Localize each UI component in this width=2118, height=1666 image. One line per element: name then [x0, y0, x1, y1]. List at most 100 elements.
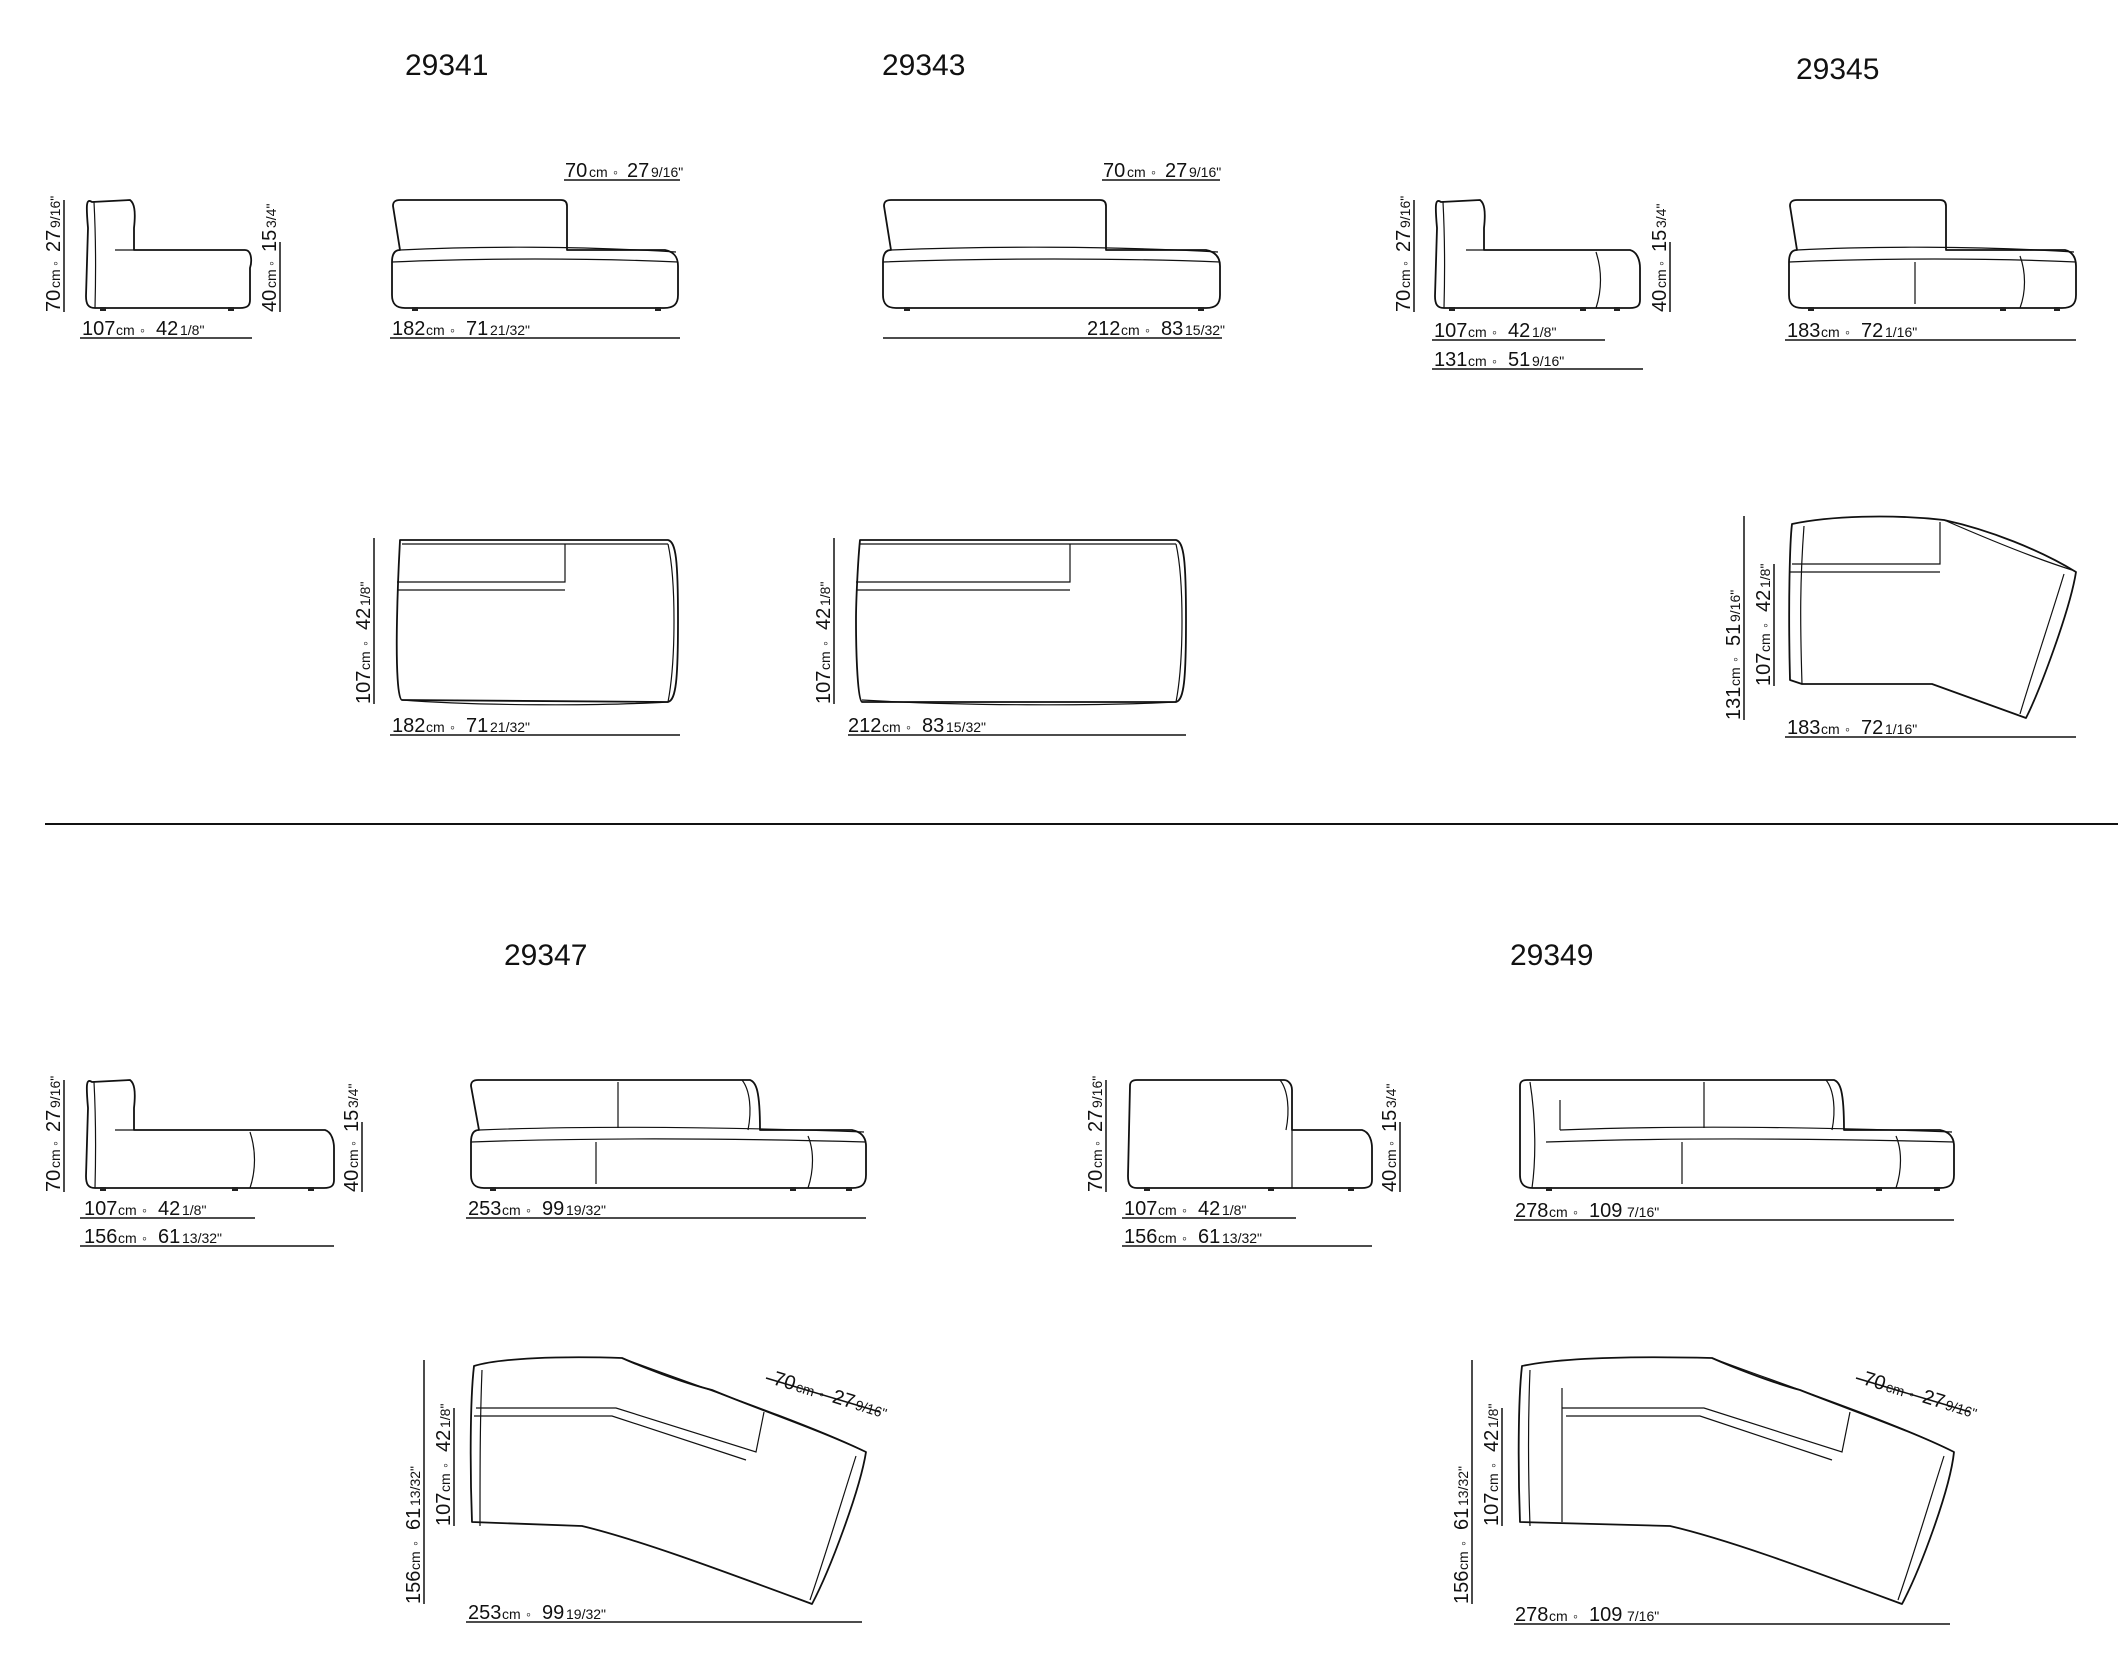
drawing-29349-plan-view: [1471, 1356, 1971, 1625]
dim-cm-value: 107: [353, 671, 375, 704]
dim-cm-unit: cm: [1397, 269, 1413, 288]
dim-separator: ◦: [1151, 164, 1156, 180]
dimension-29347-arm-width: 70 cm ◦ 27 9/16": [771, 1368, 889, 1422]
dim-separator: ◦: [1757, 623, 1773, 628]
dim-cm-value: 70: [1393, 290, 1415, 312]
dim-inch-value: 27: [43, 230, 65, 252]
dim-inch-value: 42: [1753, 590, 1775, 612]
dim-cm-unit: cm: [1549, 1204, 1568, 1220]
dim-cm-value: 107: [1434, 320, 1467, 342]
dimension-29345-side-height: 70 cm ◦ 27 9/16": [1393, 196, 1415, 312]
dim-separator: ◦: [450, 719, 455, 735]
dim-inch-value: 72: [1861, 717, 1883, 739]
dimension-29347-seat-height: 40 cm ◦ 15 3/4": [341, 1084, 363, 1192]
dim-inch-fraction: 3/4": [345, 1084, 361, 1108]
dim-separator: ◦: [1089, 1141, 1105, 1146]
dim-cm-value: 156: [84, 1226, 117, 1248]
dim-separator: ◦: [613, 164, 618, 180]
dim-cm-value: 107: [1124, 1198, 1157, 1220]
dim-inch-fraction: 9/16": [1189, 164, 1221, 180]
dim-cm-value: 156: [403, 1571, 425, 1604]
dim-inch-fraction: 9/16": [1397, 196, 1413, 228]
dim-separator: ◦: [437, 1463, 453, 1468]
dim-cm-unit: cm: [426, 322, 445, 338]
dim-inch-value: 15: [1649, 230, 1671, 252]
dim-separator: ◦: [1145, 322, 1150, 338]
dim-cm-value: 183: [1787, 320, 1820, 342]
dim-cm-unit: cm: [118, 1230, 137, 1246]
dim-cm-unit: cm: [47, 269, 63, 288]
dim-separator: ◦: [407, 1541, 423, 1546]
dim-inch-fraction: 1/8": [817, 582, 833, 606]
model-code-29347: 29347: [504, 939, 587, 972]
dim-cm-value: 278: [1515, 1604, 1548, 1626]
dim-inch-value: 83: [1161, 318, 1183, 340]
dim-cm-unit: cm: [1089, 1149, 1105, 1168]
dim-separator: ◦: [345, 1141, 361, 1146]
dim-separator: ◦: [47, 1141, 63, 1146]
drawing-29341-side-view: [63, 199, 281, 339]
dim-cm-unit: cm: [1383, 1149, 1399, 1168]
dim-cm-unit: cm: [794, 1379, 817, 1400]
drawing-29341-plan-view: [373, 538, 680, 736]
dim-cm-value: 131: [1434, 349, 1467, 371]
dim-inch-value: 27: [627, 160, 649, 182]
dim-cm-unit: cm: [345, 1149, 361, 1168]
dimension-29345-front-width: 183 cm ◦ 72 1/16": [1787, 320, 1917, 342]
dim-cm-unit: cm: [1821, 721, 1840, 737]
dim-cm-unit: cm: [263, 269, 279, 288]
dim-inch-fraction: 1/8": [180, 322, 204, 338]
dim-cm-unit: cm: [357, 651, 373, 670]
dim-inch-fraction: 1/16": [1885, 721, 1917, 737]
model-code-29349: 29349: [1510, 939, 1593, 972]
dim-inch-value: 61: [1451, 1508, 1473, 1530]
model-code-29343: 29343: [882, 49, 965, 82]
dim-inch-fraction: 1/8": [437, 1404, 453, 1428]
dimension-29341-front-width: 182 cm ◦ 71 21/32": [392, 318, 530, 340]
dim-cm-value: 156: [1451, 1571, 1473, 1604]
dim-inch-value: 42: [158, 1198, 180, 1220]
dim-inch-fraction: 9/16": [1943, 1397, 1979, 1422]
dim-cm-unit: cm: [1127, 164, 1146, 180]
dim-cm-value: 107: [82, 318, 115, 340]
drawing-29349-front-view: [1514, 1079, 1955, 1221]
dimension-29345-side-depth: 107 cm ◦ 42 1/8": [1434, 320, 1556, 342]
dim-cm-unit: cm: [1727, 667, 1743, 686]
dim-cm-unit: cm: [1485, 1473, 1501, 1492]
dim-inch-fraction: 7/16": [1627, 1608, 1659, 1624]
dim-cm-unit: cm: [502, 1606, 521, 1622]
dim-separator: ◦: [906, 719, 911, 735]
dim-inch-fraction: 1/16": [1885, 324, 1917, 340]
dim-inch-value: 27: [1393, 230, 1415, 252]
dim-cm-unit: cm: [47, 1149, 63, 1168]
dim-cm-unit: cm: [1549, 1608, 1568, 1624]
dim-inch-fraction: 1/8": [1485, 1404, 1501, 1428]
dim-inch-fraction: 13/32": [407, 1466, 423, 1506]
dim-cm-value: 107: [813, 671, 835, 704]
dimension-29341-seat-height: 40 cm ◦ 15 3/4": [259, 204, 281, 312]
dim-inch-value: 61: [403, 1508, 425, 1530]
dim-cm-unit: cm: [1757, 633, 1773, 652]
dim-separator: ◦: [1492, 353, 1497, 369]
dimension-29345-plan-depth: 107 cm ◦ 42 1/8": [1753, 564, 1775, 686]
dimension-29343-front-width: 212 cm ◦ 83 15/32": [1087, 318, 1225, 340]
dim-inch-fraction: 13/32": [1455, 1466, 1471, 1506]
dim-inch-value: 42: [1508, 320, 1530, 342]
dim-cm-unit: cm: [589, 164, 608, 180]
dim-inch-value: 42: [433, 1430, 455, 1452]
dim-separator: ◦: [140, 322, 145, 338]
dimension-29345-plan-total-depth: 131 cm ◦ 51 9/16": [1723, 590, 1745, 720]
dimension-29349-plan-depth: 107 cm ◦ 42 1/8": [1481, 1404, 1503, 1526]
dim-cm-value: 107: [1481, 1493, 1503, 1526]
dim-cm-value: 182: [392, 715, 425, 737]
dim-inch-fraction: 3/4": [263, 204, 279, 228]
dim-cm-unit: cm: [426, 719, 445, 735]
dim-inch-fraction: 1/8": [1532, 324, 1556, 340]
dim-cm-unit: cm: [1653, 269, 1669, 288]
dim-inch-value: 61: [158, 1226, 180, 1248]
dim-cm-value: 70: [43, 1170, 65, 1192]
dim-cm-unit: cm: [817, 651, 833, 670]
dimension-29347-plan-total-depth: 156 cm ◦ 61 13/32": [403, 1466, 425, 1604]
dim-inch-fraction: 9/16": [853, 1397, 889, 1422]
